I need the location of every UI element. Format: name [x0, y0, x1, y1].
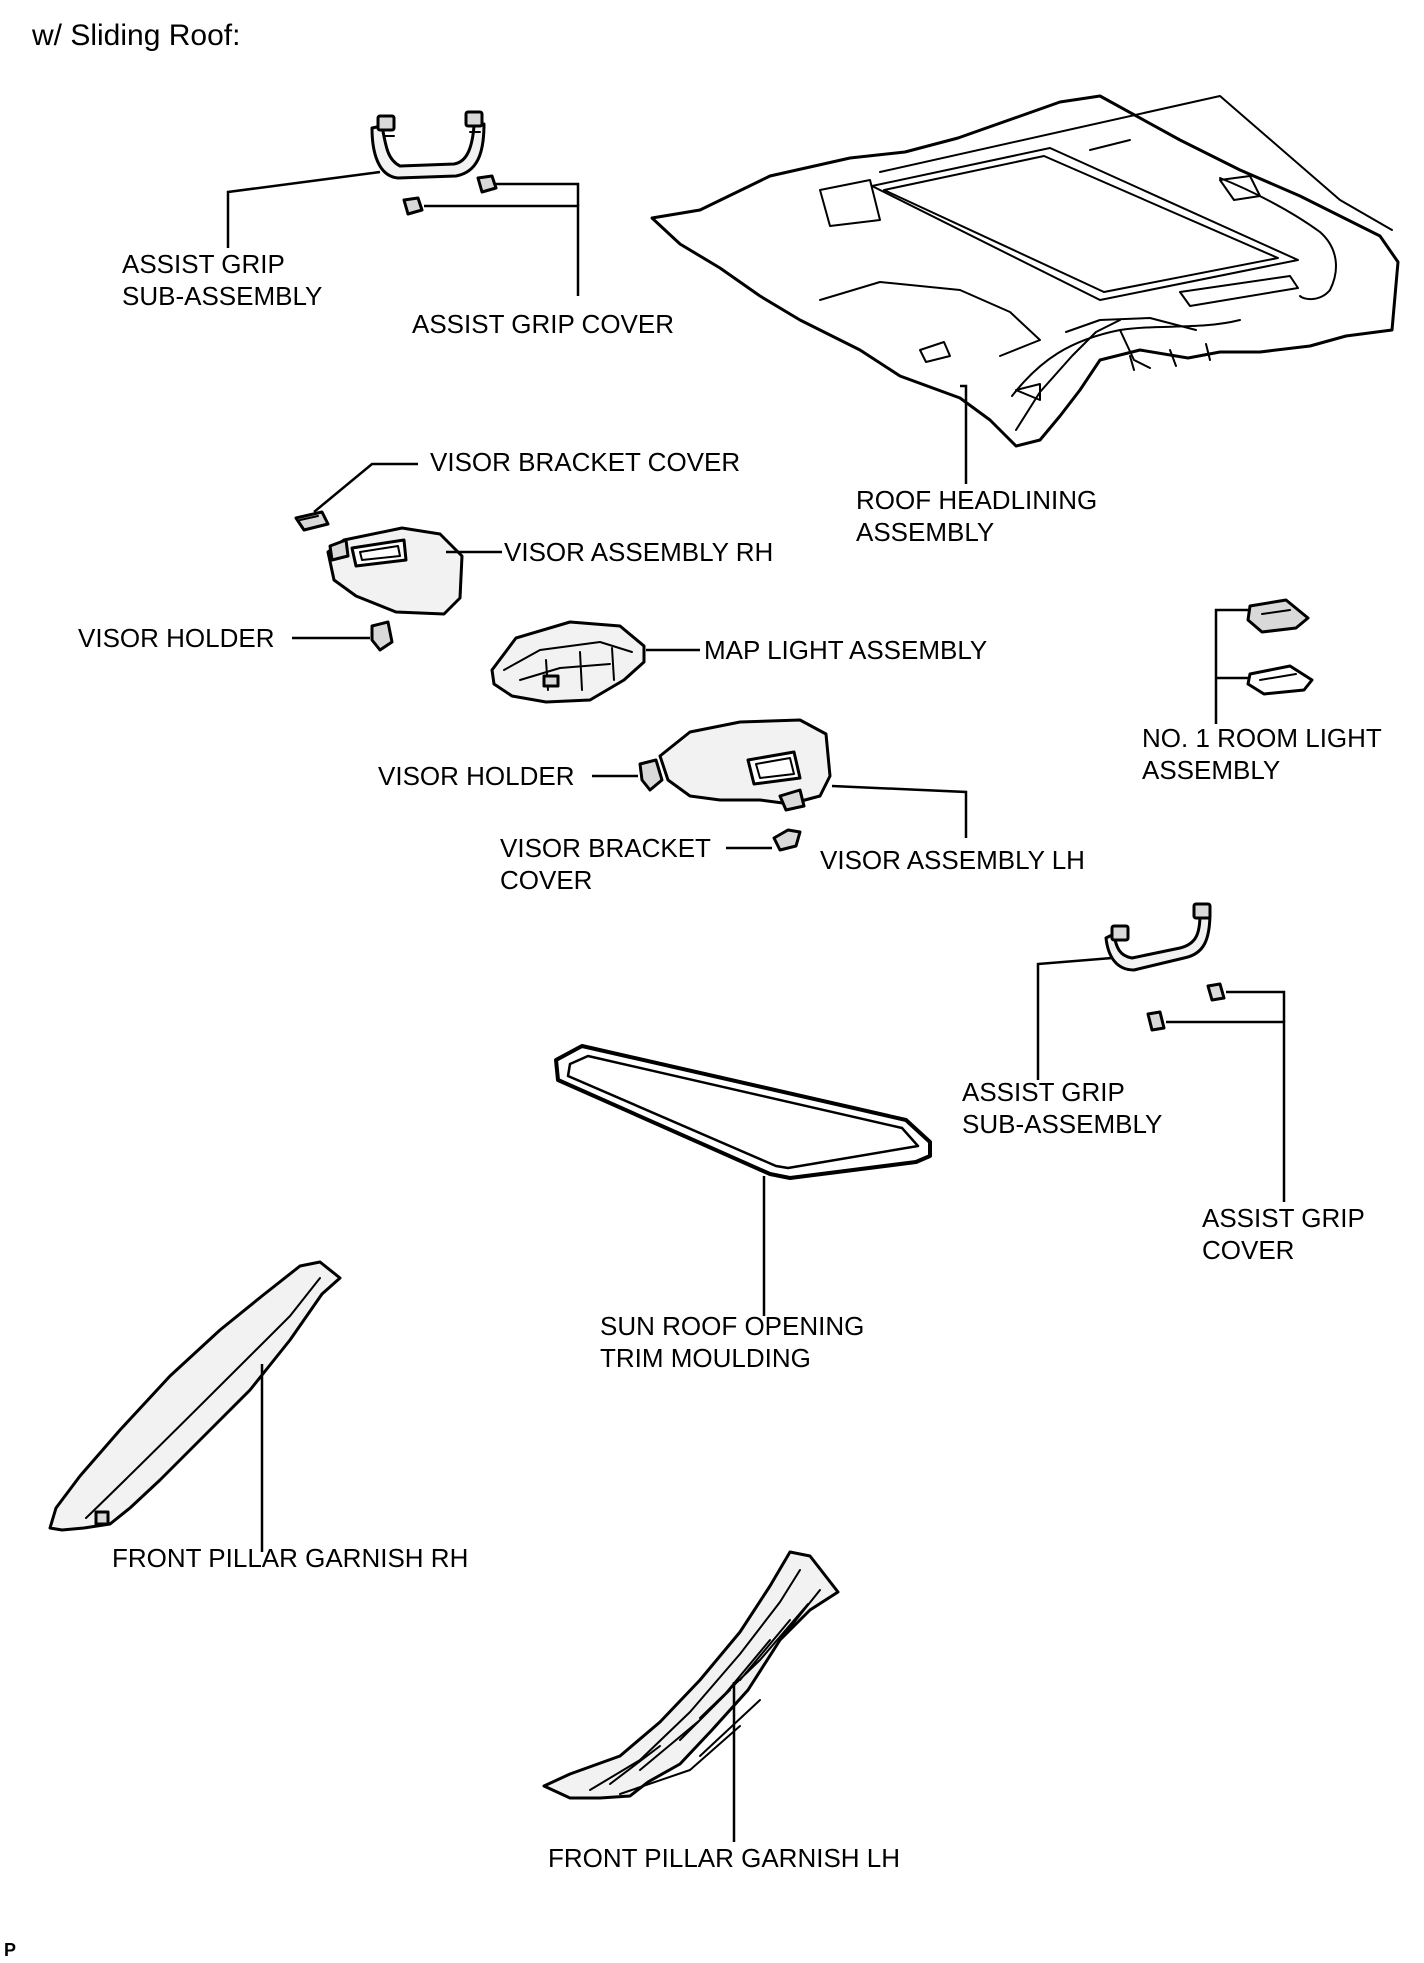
no1-room-light-assembly-part	[1246, 598, 1314, 696]
label-line: FRONT PILLAR GARNISH RH	[112, 1543, 469, 1573]
label-line: ASSIST GRIP COVER	[412, 309, 675, 339]
leader-assist-grip-cover-lower	[1166, 1020, 1286, 1202]
label-line: FRONT PILLAR GARNISH LH	[548, 1843, 901, 1873]
label-visor-assembly-lh: VISOR ASSEMBLY LH	[820, 844, 1085, 876]
roof-headlining-assembly-part	[650, 94, 1400, 448]
label-assist-grip-cover-lower: ASSIST GRIP COVER	[1202, 1202, 1365, 1266]
label-visor-assembly-rh: VISOR ASSEMBLY RH	[504, 536, 773, 568]
visor-assembly-rh-part	[326, 526, 464, 616]
leader-assist-grip-sub-lower	[1036, 956, 1113, 1080]
assist-grip-cover-upper-part	[402, 174, 498, 216]
label-line: ROOF HEADLINING	[856, 485, 1098, 515]
assist-grip-sub-assembly-lower-part	[1104, 902, 1212, 972]
label-front-pillar-garnish-lh: FRONT PILLAR GARNISH LH	[548, 1842, 900, 1874]
label-visor-bracket-cover-lower: VISOR BRACKET COVER	[500, 832, 711, 896]
label-line: VISOR HOLDER	[78, 623, 275, 653]
label-assist-grip-sub-assembly-upper: ASSIST GRIP SUB-ASSEMBLY	[122, 248, 322, 312]
leader-visor-assembly-lh	[831, 784, 968, 838]
leader-roof-headlining	[960, 384, 968, 484]
label-map-light-assembly: MAP LIGHT ASSEMBLY	[704, 634, 987, 666]
label-visor-holder-lower: VISOR HOLDER	[378, 760, 575, 792]
label-front-pillar-garnish-rh: FRONT PILLAR GARNISH RH	[112, 1542, 468, 1574]
visor-bracket-cover-upper-part	[294, 510, 330, 532]
leader-room-light-a	[1214, 608, 1248, 724]
label-line: COVER	[500, 865, 593, 895]
map-light-assembly-part	[490, 620, 646, 704]
label-line: SUN ROOF OPENING	[600, 1311, 865, 1341]
leader-assist-grip-cover-lower-b	[1226, 990, 1286, 1022]
visor-assembly-lh-part	[658, 718, 832, 812]
leader-visor-bracket-cover-upper	[313, 462, 418, 513]
label-line: SUB-ASSEMBLY	[962, 1109, 1163, 1139]
front-pillar-garnish-rh-part	[48, 1260, 342, 1532]
label-line: NO. 1 ROOM LIGHT	[1142, 723, 1382, 753]
visor-holder-upper-part	[370, 620, 394, 652]
assist-grip-cover-lower-part	[1146, 982, 1226, 1032]
visor-holder-lower-part	[638, 758, 664, 792]
leader-assist-grip-cover-upper	[424, 204, 580, 296]
label-roof-headlining-assembly: ROOF HEADLINING ASSEMBLY	[856, 484, 1097, 548]
assist-grip-sub-assembly-upper-part	[370, 110, 486, 180]
label-sun-roof-opening-trim-moulding: SUN ROOF OPENING TRIM MOULDING	[600, 1310, 864, 1374]
label-line: ASSIST GRIP	[122, 249, 285, 279]
label-line: VISOR HOLDER	[378, 761, 575, 791]
label-line: VISOR ASSEMBLY LH	[820, 845, 1085, 875]
label-line: COVER	[1202, 1235, 1295, 1265]
label-assist-grip-cover-upper: ASSIST GRIP COVER	[412, 308, 674, 340]
label-line: ASSEMBLY	[856, 517, 995, 547]
label-line: TRIM MOULDING	[600, 1343, 811, 1373]
label-line: ASSEMBLY	[1142, 755, 1281, 785]
label-line: VISOR BRACKET	[500, 833, 711, 863]
leader-assist-grip-cover-upper-b	[496, 182, 580, 206]
label-line: VISOR ASSEMBLY RH	[504, 537, 774, 567]
sun-roof-opening-trim-moulding-part	[554, 1044, 932, 1180]
label-line: ASSIST GRIP	[1202, 1203, 1365, 1233]
label-visor-holder-upper: VISOR HOLDER	[78, 622, 275, 654]
front-pillar-garnish-lh-part	[542, 1550, 840, 1800]
leader-assist-grip-sub-upper	[226, 170, 381, 248]
label-no1-room-light-assembly: NO. 1 ROOM LIGHT ASSEMBLY	[1142, 722, 1382, 786]
label-line: SUB-ASSEMBLY	[122, 281, 323, 311]
diagram-heading: w/ Sliding Roof:	[32, 19, 241, 52]
label-assist-grip-sub-assembly-lower: ASSIST GRIP SUB-ASSEMBLY	[962, 1076, 1162, 1140]
label-line: ASSIST GRIP	[962, 1077, 1125, 1107]
footer-code: P	[4, 1940, 17, 1960]
visor-bracket-cover-lower-part	[772, 828, 802, 852]
label-visor-bracket-cover-upper: VISOR BRACKET COVER	[430, 446, 740, 478]
label-line: VISOR BRACKET COVER	[430, 447, 741, 477]
label-line: MAP LIGHT ASSEMBLY	[704, 635, 988, 665]
